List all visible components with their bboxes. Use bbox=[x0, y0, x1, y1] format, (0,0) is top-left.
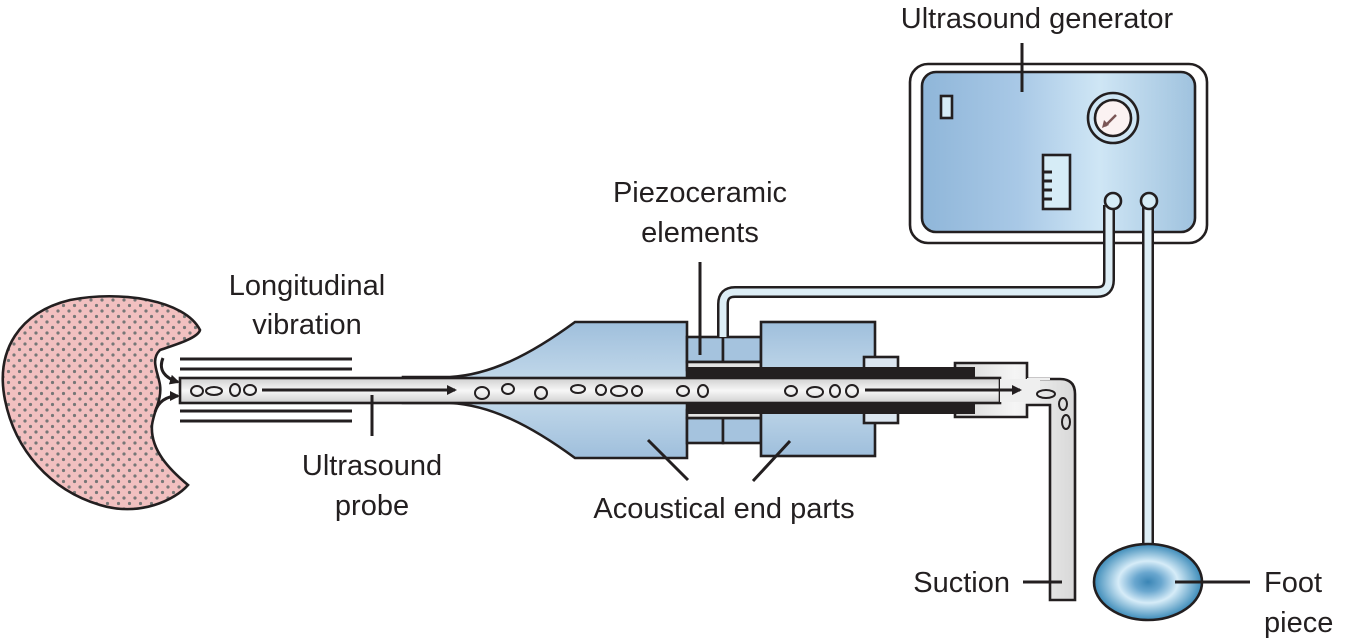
connector-port bbox=[1103, 191, 1123, 211]
tissue-mass bbox=[1, 294, 202, 511]
label-vibration-1: Longitudinal bbox=[229, 270, 385, 302]
level-meter-icon bbox=[1041, 153, 1072, 211]
label-probe-2: probe bbox=[335, 490, 409, 522]
label-piezo-1: Piezoceramic bbox=[613, 177, 787, 209]
label-piezo-2: elements bbox=[641, 217, 759, 249]
label-suction: Suction bbox=[913, 567, 1010, 599]
label-vibration-2: vibration bbox=[252, 309, 362, 341]
label-foot-1: Foot bbox=[1264, 567, 1322, 599]
label-probe-1: Ultrasound bbox=[302, 450, 442, 482]
label-generator: Ultrasound generator bbox=[901, 3, 1174, 35]
sleeve-bar bbox=[687, 367, 975, 378]
tissue-arrow-icon bbox=[153, 391, 180, 413]
generator-box bbox=[908, 62, 1209, 245]
sleeve-bar bbox=[687, 403, 975, 414]
label-end-parts: Acoustical end parts bbox=[593, 493, 854, 525]
tissue-particles bbox=[190, 383, 1071, 430]
tissue-arrow-icon bbox=[159, 357, 180, 385]
leader-lines bbox=[370, 43, 1250, 584]
vibration-lines bbox=[180, 357, 352, 423]
dial-icon bbox=[1086, 91, 1140, 145]
label-foot-2: piece bbox=[1264, 607, 1333, 639]
connector-port bbox=[1139, 191, 1159, 211]
